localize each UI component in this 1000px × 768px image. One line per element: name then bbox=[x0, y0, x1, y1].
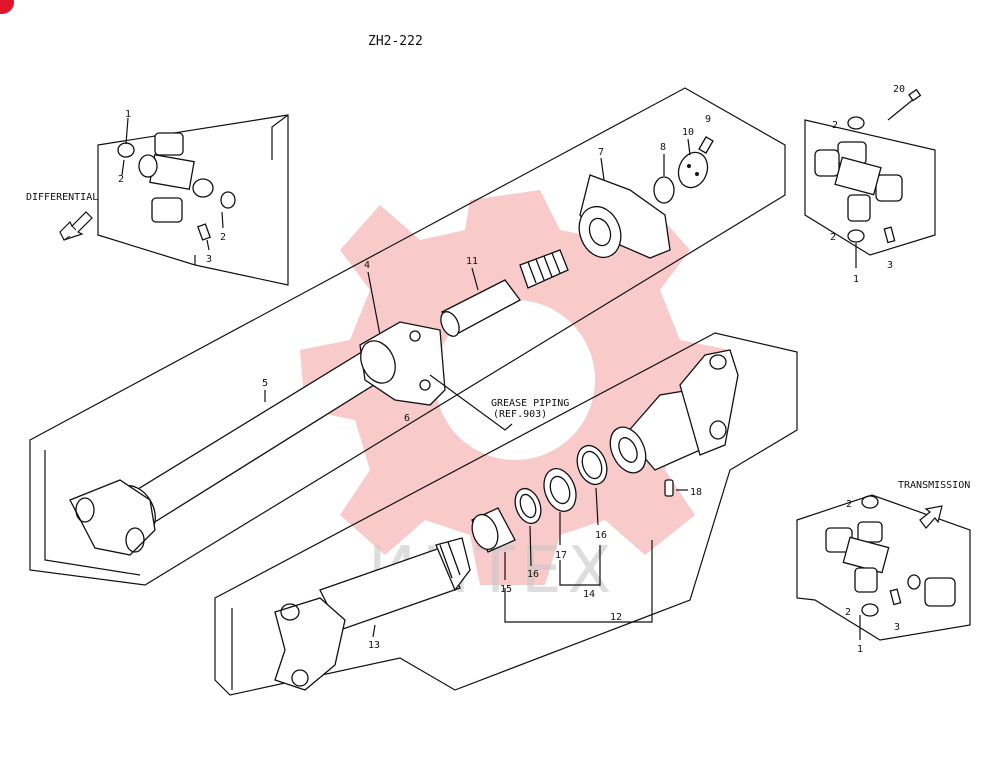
part-number-5: 5 bbox=[262, 378, 268, 389]
propeller-shaft-rear bbox=[274, 537, 471, 691]
grease-piping-leader bbox=[429, 374, 513, 431]
part-number-3-topright: 3 bbox=[887, 260, 893, 271]
seal-ring-16-left bbox=[514, 487, 542, 525]
part-number-1-bottomright: 1 bbox=[857, 644, 863, 655]
part-number-3-topleft: 3 bbox=[206, 254, 212, 265]
watermark-gear-logo bbox=[300, 190, 730, 585]
part-number-2-topleft-a: 2 bbox=[118, 174, 124, 185]
part-number-6: 6 bbox=[404, 413, 410, 424]
part-number-12: 12 bbox=[610, 612, 622, 623]
flange-yoke bbox=[578, 174, 671, 259]
part-number-1-topleft: 1 bbox=[125, 109, 131, 120]
universal-joint-group-transmission bbox=[796, 494, 971, 641]
part-number-9: 9 bbox=[705, 114, 711, 125]
part-number-2-topleft-b: 2 bbox=[220, 232, 226, 243]
part-number-11: 11 bbox=[466, 256, 478, 267]
grease-fitting-18 bbox=[664, 479, 674, 497]
part-number-17: 17 bbox=[555, 550, 567, 561]
part-number-13: 13 bbox=[368, 640, 380, 651]
slip-yoke-rear bbox=[609, 349, 739, 474]
part-number-15: 15 bbox=[500, 584, 512, 595]
part-number-8: 8 bbox=[660, 142, 666, 153]
arrow-differential-icon bbox=[59, 211, 93, 241]
part-number-2-topright-b: 2 bbox=[830, 232, 836, 243]
grease-piping-label: GREASE PIPING bbox=[491, 398, 569, 409]
part-number-20: 20 bbox=[893, 84, 905, 95]
splined-shaft bbox=[519, 249, 569, 289]
boot-ring-17 bbox=[543, 468, 577, 512]
lock-plate-10 bbox=[677, 151, 709, 189]
part-number-2-topright-a: 2 bbox=[832, 120, 838, 131]
part-number-10: 10 bbox=[682, 127, 694, 138]
part-number-2-bottomright-b: 2 bbox=[845, 607, 851, 618]
propeller-shaft-front bbox=[69, 349, 386, 556]
arrow-transmission-icon bbox=[919, 505, 943, 529]
part-number-7: 7 bbox=[598, 147, 604, 158]
diagram-code: ZH2-222 bbox=[368, 34, 423, 49]
shaft-assembly-outline-4 bbox=[29, 87, 786, 586]
part-number-1-topright: 1 bbox=[853, 274, 859, 285]
part-number-16-left: 16 bbox=[527, 569, 539, 580]
seal-ring-16-right bbox=[576, 444, 608, 486]
part-number-14: 14 bbox=[583, 589, 595, 600]
corner-marker bbox=[0, 0, 14, 14]
bolt-9 bbox=[698, 136, 714, 154]
grease-piping-ref: (REF.903) bbox=[493, 409, 547, 420]
universal-joint-group-top-right bbox=[804, 88, 936, 268]
differential-label: DIFFERENTIAL bbox=[26, 192, 98, 203]
part-number-2-bottomright-a: 2 bbox=[846, 499, 852, 510]
sleeve-tube bbox=[440, 279, 521, 337]
shaft-assembly-outline-12 bbox=[214, 332, 798, 696]
part-number-4: 4 bbox=[364, 260, 370, 271]
universal-joint-group-differential bbox=[97, 114, 289, 286]
transmission-label: TRANSMISSION bbox=[898, 480, 970, 491]
part-number-16-right: 16 bbox=[595, 530, 607, 541]
center-bearing-support bbox=[359, 321, 446, 406]
washer-8 bbox=[653, 176, 675, 204]
part-number-3-bottomright: 3 bbox=[894, 622, 900, 633]
part-number-18: 18 bbox=[690, 487, 702, 498]
bushing-15 bbox=[471, 507, 516, 553]
